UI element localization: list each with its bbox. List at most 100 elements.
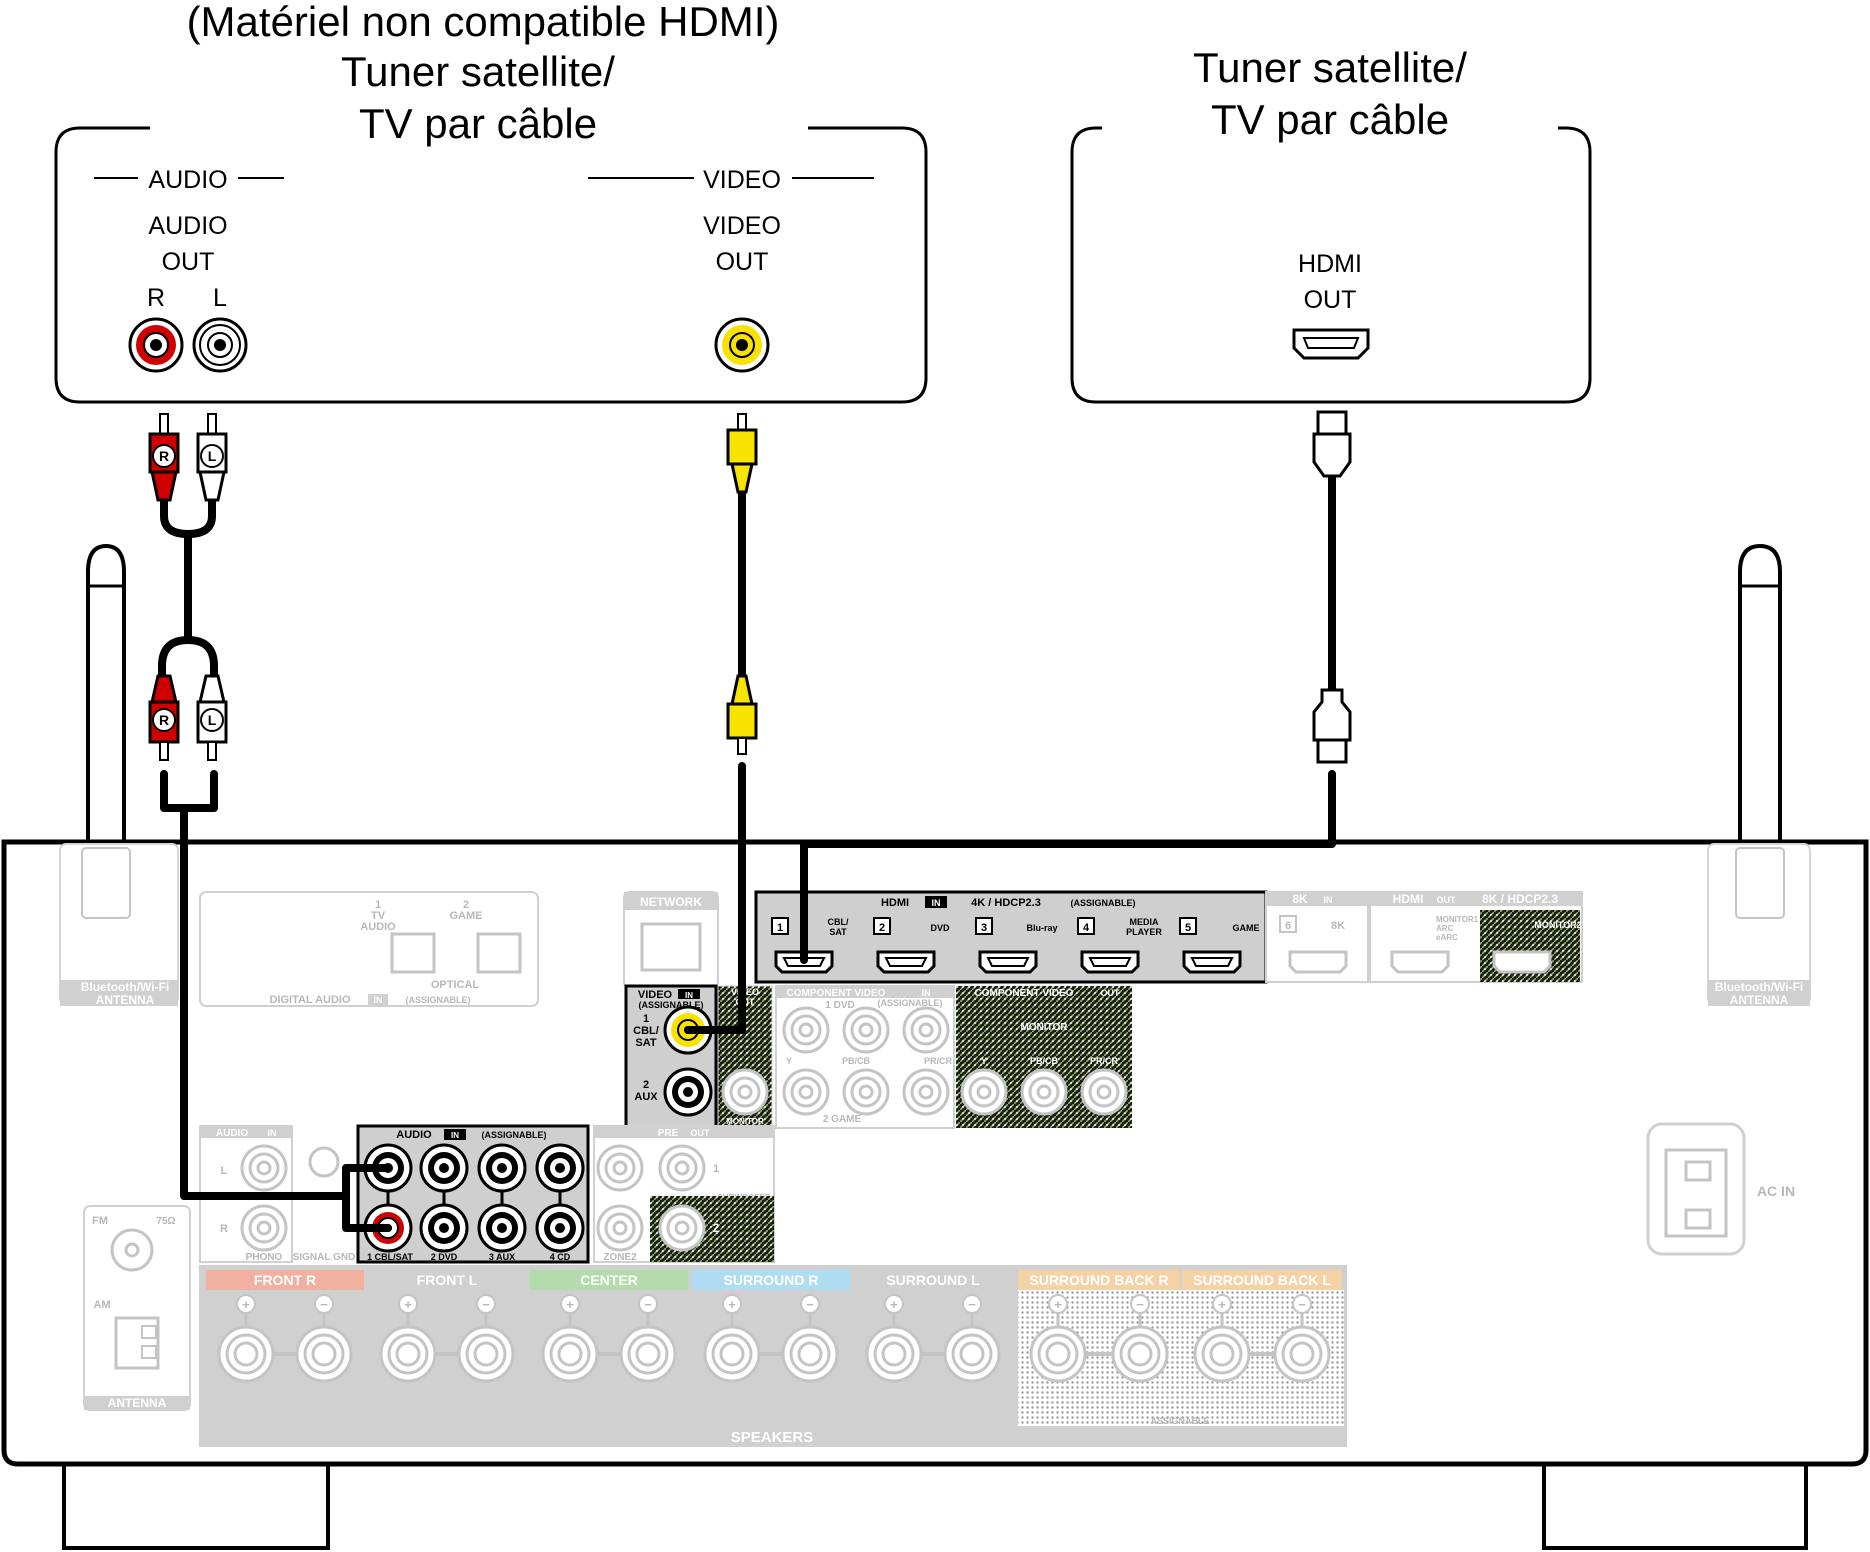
speaker-group-label: SURROUND BACK R	[1029, 1272, 1168, 1288]
svg-text:IN: IN	[374, 995, 383, 1005]
plus-sign: +	[890, 1297, 898, 1312]
svg-text:MONITOR2: MONITOR2	[1534, 920, 1581, 930]
svg-text:OUT: OUT	[691, 1128, 711, 1138]
speaker-group-2: CENTER+−	[530, 1270, 688, 1426]
speaker-group-label: CENTER	[580, 1272, 638, 1288]
left-device: AUDIO VIDEO AUDIO OUT R L VIDEO OUT	[54, 126, 928, 404]
svg-text:AC IN: AC IN	[1757, 1183, 1795, 1199]
audio-group-label: AUDIO	[148, 166, 227, 194]
hdmi-in-num: 2	[879, 922, 885, 934]
svg-text:IN: IN	[268, 1128, 277, 1138]
svg-text:ARC: ARC	[1436, 924, 1454, 933]
svg-text:4K / HDCP2.3: 4K / HDCP2.3	[971, 897, 1041, 909]
component-out-panel: COMPONENT VIDEO OUT MONITOR Y PB/CB PR/C…	[956, 986, 1132, 1128]
svg-text:2: 2	[463, 899, 469, 911]
hdmi-in-name-a: MEDIA	[1130, 917, 1160, 927]
svg-text:AUDIO: AUDIO	[396, 1129, 432, 1141]
hdmi-in-name-a: DVD	[930, 923, 950, 933]
speakers-label: SPEAKERS	[731, 1429, 814, 1446]
speaker-terminal	[1111, 1325, 1169, 1383]
network-port: NETWORK	[623, 891, 719, 989]
pre-out-panel: PRE OUT 1 SUBWOOFER 2 ZONE2	[593, 1125, 775, 1263]
title-right-line2: TV par câble	[1211, 96, 1449, 143]
speaker-terminal	[541, 1325, 599, 1383]
speakers-panel: FRONT R+−FRONT L+−CENTER+−SURROUND R+−SU…	[199, 1265, 1347, 1447]
speaker-terminal	[943, 1325, 1001, 1383]
svg-text:PB/CB: PB/CB	[1030, 1056, 1059, 1066]
svg-text:HDMI: HDMI	[1393, 892, 1424, 906]
minus-sign: −	[1298, 1297, 1306, 1312]
svg-text:OUT: OUT	[1437, 895, 1457, 905]
title-left-line2: Tuner satellite/	[341, 48, 615, 95]
svg-text:OUT: OUT	[1101, 988, 1121, 998]
speaker-group-label: FRONT L	[417, 1272, 478, 1288]
digital-audio-panel: 1 TV AUDIO 2 GAME OPTICAL DIGITAL AUDIO …	[199, 891, 539, 1007]
svg-text:(ASSIGNABLE): (ASSIGNABLE)	[639, 1000, 704, 1010]
minus-sign: −	[968, 1297, 976, 1312]
speaker-terminal	[457, 1325, 515, 1383]
svg-text:8K: 8K	[1292, 892, 1308, 906]
speaker-terminal	[781, 1325, 839, 1383]
svg-text:DIGITAL AUDIO: DIGITAL AUDIO	[269, 994, 351, 1006]
right-device: HDMI OUT	[1070, 126, 1592, 404]
minus-sign: −	[1136, 1297, 1144, 1312]
svg-text:1: 1	[375, 899, 381, 911]
speakers-assignable-label: ASSIGNABLE	[1150, 1416, 1209, 1426]
svg-text:COMPONENT VIDEO: COMPONENT VIDEO	[975, 988, 1074, 999]
svg-text:GAME: GAME	[450, 910, 483, 922]
video-in-2-jack	[663, 1067, 713, 1117]
hdmi-in-port-2: 2 DVD	[873, 917, 950, 974]
hdmi-8k-in-panel: 8K IN 6 8K	[1265, 891, 1369, 983]
speaker-terminal	[619, 1325, 677, 1383]
audio-r-label: R	[147, 284, 165, 312]
svg-text:Y: Y	[786, 1056, 792, 1066]
svg-text:R: R	[159, 448, 169, 464]
svg-text:(ASSIGNABLE): (ASSIGNABLE)	[878, 998, 943, 1008]
fm-am-antenna-panel: FM 75Ω AM ANTENNA	[83, 1205, 191, 1411]
svg-text:L: L	[208, 448, 217, 464]
bt-antenna-right-icon	[1738, 543, 1782, 840]
speaker-group-label: SURROUND R	[724, 1272, 819, 1288]
ac-in-socket: AC IN	[1646, 1122, 1795, 1256]
plus-sign: +	[728, 1297, 736, 1312]
speaker-terminal	[295, 1325, 353, 1383]
audio-in-panel: AUDIO IN (ASSIGNABLE) 1 CBL/SAT 2 DVD	[356, 1124, 590, 1264]
hdmi-in-socket	[1080, 950, 1140, 974]
title-left-line3: TV par câble	[359, 100, 597, 147]
svg-text:VIDEO: VIDEO	[638, 989, 673, 1001]
bt-antenna-right-label-line1: Bluetooth/Wi-Fi	[1715, 980, 1804, 994]
svg-text:2: 2	[643, 1079, 649, 1091]
audio-out-l-jack	[192, 317, 248, 373]
title-right-line1: Tuner satellite/	[1193, 44, 1467, 91]
bt-antenna-left-icon	[86, 543, 126, 840]
svg-text:FM: FM	[92, 1215, 108, 1227]
svg-text:MONITOR: MONITOR	[1020, 1022, 1068, 1033]
svg-text:PR/CR: PR/CR	[924, 1056, 953, 1066]
svg-text:SIGNAL GND: SIGNAL GND	[293, 1252, 356, 1263]
bt-antenna-label-line1: Bluetooth/Wi-Fi	[81, 980, 170, 994]
speaker-group-label: FRONT R	[254, 1272, 316, 1288]
hdmi-in-socket	[978, 950, 1038, 974]
hdmi-out-label-line1: HDMI	[1298, 250, 1362, 278]
plus-sign: +	[1054, 1297, 1062, 1312]
svg-text:8K / HDCP2.3: 8K / HDCP2.3	[1482, 892, 1558, 906]
hdmi-plug-top	[1312, 410, 1352, 478]
svg-text:IN: IN	[932, 898, 941, 908]
hdmi-in-num: 5	[1185, 922, 1191, 934]
bt-antenna-right-label-line2: ANTENNA	[1730, 993, 1789, 1007]
bt-antenna-label-line2: ANTENNA	[96, 993, 155, 1007]
hdmi-in-name-a: Blu-ray	[1026, 923, 1057, 933]
minus-sign: −	[644, 1297, 652, 1312]
receiver: Bluetooth/Wi-Fi ANTENNA Bluetooth/Wi-Fi …	[1, 543, 1869, 1550]
component-in-panel: COMPONENT VIDEO IN (ASSIGNABLE) 1 DVD Y …	[775, 985, 955, 1129]
hdmi-in-num: 4	[1083, 922, 1090, 934]
svg-text:75Ω: 75Ω	[156, 1216, 175, 1227]
svg-text:2: 2	[713, 1221, 720, 1235]
svg-text:TV: TV	[371, 910, 386, 922]
title-left-line1: (Matériel non compatible HDMI)	[187, 0, 780, 45]
svg-text:2 GAME: 2 GAME	[823, 1114, 862, 1125]
svg-text:L: L	[208, 712, 217, 728]
speaker-group-5: SURROUND BACK R + −	[1018, 1270, 1180, 1383]
